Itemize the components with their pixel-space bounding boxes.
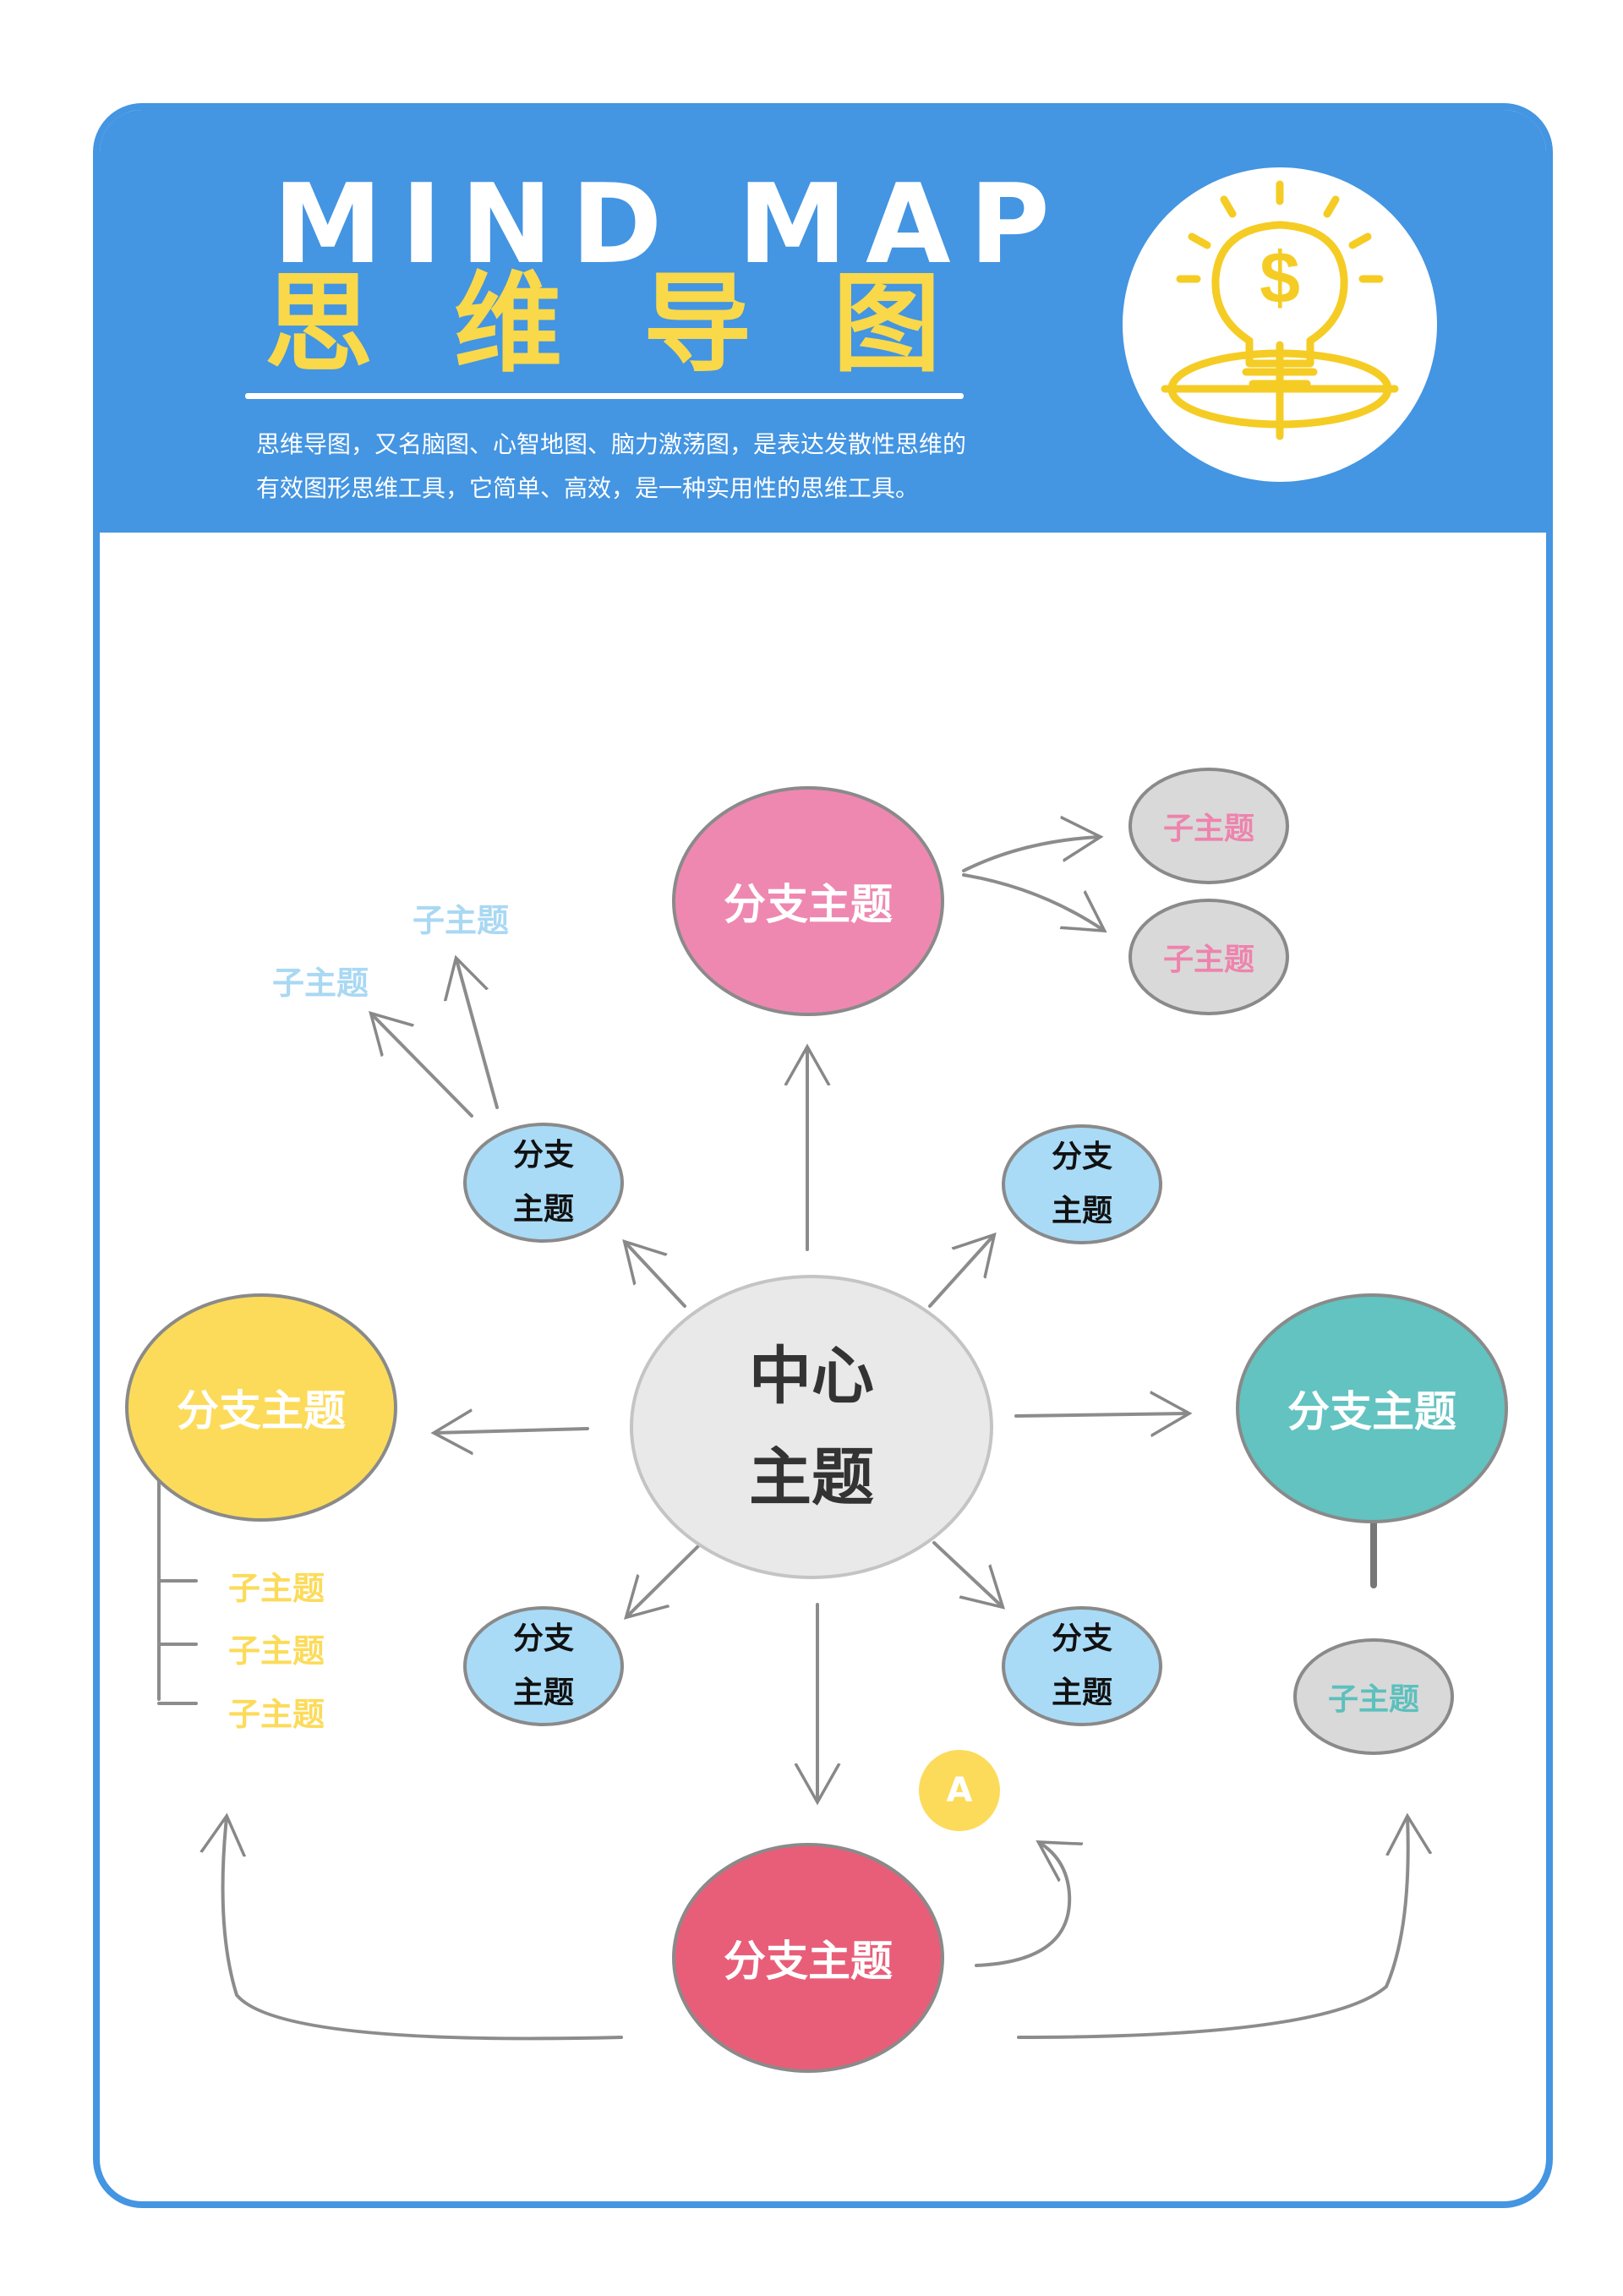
- subtopic-yellow-1[interactable]: 子主题: [228, 1570, 325, 1607]
- branch-left-label: 分支主题: [177, 1386, 346, 1435]
- small-branch-bottom-right[interactable]: 分支主题: [1002, 1606, 1162, 1726]
- small-branch-bottom-left-line-2: 主题: [512, 1676, 574, 1710]
- header-description: 思维导图，又名脑图、心智地图、脑力激荡图，是表达发散性思维的 有效图形思维工具，…: [256, 423, 1017, 511]
- title-chinese: 思维导图: [265, 261, 1023, 387]
- arrow-to-small-top-right: [928, 1236, 993, 1308]
- curl-to-badge: [975, 1843, 1069, 1967]
- arrow-to-small-top-left: [626, 1243, 686, 1308]
- title-divider: [245, 393, 964, 399]
- mind-map-card: MIND MAP 思维导图 思维导图，又名脑图、心智地图、脑力激荡图，是表达发散…: [93, 103, 1553, 2208]
- arrow-to-subtopic-lb-2: [456, 959, 499, 1109]
- small-branch-top-right-line-2: 主题: [1051, 1194, 1112, 1228]
- small-branch-top-left[interactable]: 分支主题: [463, 1123, 624, 1243]
- branch-bottom-label: 分支主题: [724, 1937, 893, 1986]
- small-branch-bottom-left-line-1: 分支: [512, 1621, 574, 1656]
- arrow-to-pink-subtopic-2: [962, 873, 1103, 930]
- subtopic-light-blue-2[interactable]: 子主题: [413, 902, 510, 939]
- description-line-2: 有效图形思维工具，它简单、高效，是一种实用性的思维工具。: [256, 474, 920, 502]
- small-branch-top-right[interactable]: 分支主题: [1002, 1124, 1162, 1244]
- small-branch-bottom-left[interactable]: 分支主题: [463, 1606, 624, 1726]
- arrow-to-pink-subtopic-1: [962, 837, 1099, 872]
- title-english: MIND MAP: [273, 160, 1068, 288]
- branch-bottom-node[interactable]: 分支主题: [672, 1843, 944, 2073]
- subtopic-yellow-3[interactable]: 子主题: [228, 1696, 325, 1733]
- subtopic-pink-2-label: 子主题: [1162, 943, 1254, 977]
- arrow-to-left-branch: [435, 1429, 589, 1433]
- curve-bottom-to-left: [223, 1818, 623, 2041]
- lightbulb-badge: $: [1123, 167, 1437, 482]
- svg-text:$: $: [1260, 238, 1300, 319]
- branch-right-label: 分支主题: [1287, 1387, 1456, 1436]
- badge-a-label: A: [946, 1771, 973, 1810]
- description-line-1: 思维导图，又名脑图、心智地图、脑力激荡图，是表达发散性思维的: [256, 430, 967, 458]
- subtopic-light-blue-1[interactable]: 子主题: [272, 965, 369, 1002]
- branch-top-node[interactable]: 分支主题: [672, 786, 944, 1016]
- arrow-to-right-branch: [1014, 1413, 1188, 1416]
- center-topic-line-2: 主题: [749, 1441, 874, 1514]
- small-branch-top-left-line-2: 主题: [512, 1192, 574, 1227]
- arrow-to-small-bottom-right: [932, 1541, 1002, 1606]
- subtopic-teal-label: 子主题: [1327, 1682, 1419, 1717]
- header-banner: MIND MAP 思维导图 思维导图，又名脑图、心智地图、脑力激荡图，是表达发散…: [100, 110, 1546, 533]
- small-branch-top-left-line-1: 分支: [512, 1138, 574, 1173]
- subtopic-pink-1[interactable]: 子主题: [1128, 768, 1289, 884]
- curve-bottom-to-right: [1017, 1818, 1408, 2039]
- subtopic-yellow-2[interactable]: 子主题: [228, 1632, 325, 1670]
- small-branch-bottom-right-line-1: 分支: [1051, 1621, 1112, 1656]
- branch-right-node[interactable]: 分支主题: [1236, 1293, 1508, 1523]
- small-branch-top-right-line-1: 分支: [1051, 1140, 1112, 1174]
- center-topic-node[interactable]: 中心 主题: [630, 1275, 993, 1579]
- center-topic-line-1: 中心: [749, 1340, 874, 1413]
- branch-left-node[interactable]: 分支主题: [125, 1293, 397, 1522]
- arrow-to-small-bottom-left: [627, 1541, 703, 1616]
- subtopic-pink-2[interactable]: 子主题: [1128, 899, 1289, 1015]
- branch-top-label: 分支主题: [724, 880, 893, 929]
- small-branch-bottom-right-line-2: 主题: [1051, 1676, 1112, 1710]
- subtopic-teal[interactable]: 子主题: [1293, 1638, 1454, 1755]
- lightbulb-dollar-icon: $: [1161, 180, 1399, 440]
- arrow-to-subtopic-lb-1: [372, 1014, 473, 1118]
- badge-a[interactable]: A: [919, 1750, 1000, 1831]
- subtopic-pink-1-label: 子主题: [1162, 812, 1254, 846]
